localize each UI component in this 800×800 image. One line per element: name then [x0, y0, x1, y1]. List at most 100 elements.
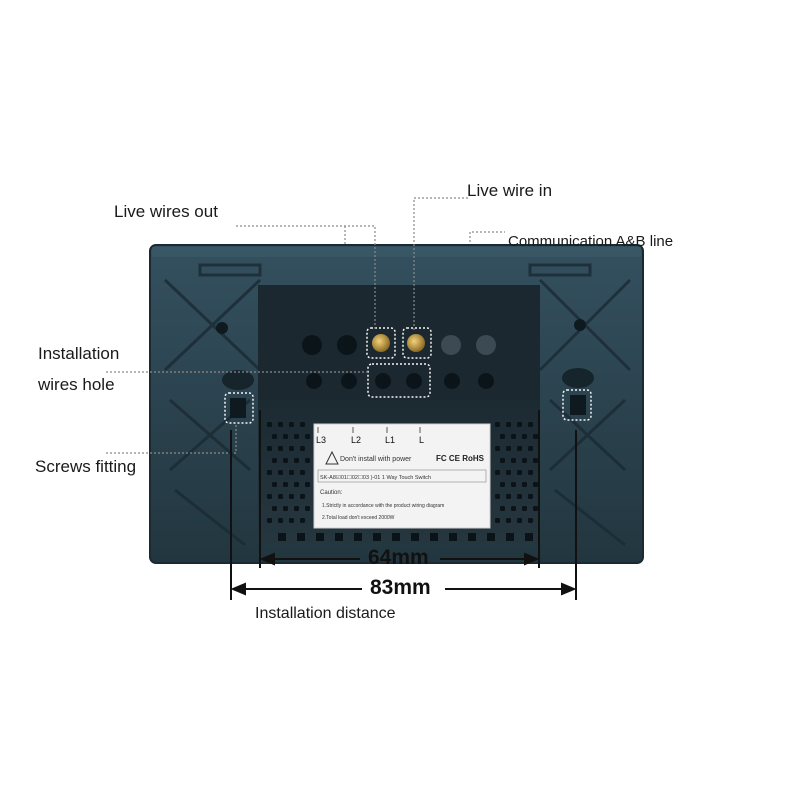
vent-hole [528, 470, 533, 475]
screw-boss-left [222, 370, 254, 390]
left-rib-pattern [163, 263, 262, 547]
vent-hole [283, 458, 288, 463]
vent-hole [522, 482, 527, 487]
highlight-boxes [224, 327, 592, 424]
vent-hole [294, 506, 299, 511]
vent-hole [305, 434, 310, 439]
label-line2: 2.Total load don't exceed 2000W [322, 515, 395, 521]
vent-hole [528, 446, 533, 451]
vent-hole [511, 458, 516, 463]
vent-hole [506, 518, 511, 523]
vent-hole [506, 494, 511, 499]
vent-hole [495, 422, 500, 427]
vent-hole [528, 422, 533, 427]
label-model: SK-A8☑01☐02☐03 )-01 1 Way Touch Switch [320, 474, 431, 481]
screw-slot-right [570, 395, 586, 415]
mount-hole-left [216, 322, 228, 334]
callout-communication: Communication A&B line [508, 233, 674, 250]
vent-hole [495, 494, 500, 499]
vent-hole [272, 506, 277, 511]
vent-hole [300, 518, 305, 523]
label-model-box [317, 469, 487, 483]
module-tooth [278, 533, 286, 541]
vent-hole [500, 458, 505, 463]
vent-hole [533, 506, 538, 511]
vent-hole [500, 482, 505, 487]
vent-hole [511, 434, 516, 439]
terminal-ticks [317, 427, 421, 433]
vent-hole [511, 482, 516, 487]
vent-hole [506, 470, 511, 475]
warning-triangle-icon [325, 450, 339, 465]
vent-hole [305, 506, 310, 511]
callout-installation-distance: Installation distance [255, 605, 396, 622]
vent-hole [506, 446, 511, 451]
module-tooth [411, 533, 419, 541]
vent-hole [533, 482, 538, 487]
vent-hole [522, 458, 527, 463]
screw-boss-right [562, 368, 594, 388]
module-tooth [487, 533, 495, 541]
vent-hole [528, 494, 533, 499]
vent-hole [522, 434, 527, 439]
vent-hole [278, 446, 283, 451]
vent-hole [272, 434, 277, 439]
label-caution: Caution: [320, 490, 343, 496]
module-tooth [392, 533, 400, 541]
vent-hole [517, 422, 522, 427]
vent-hole [283, 506, 288, 511]
vent-holes-left [267, 422, 310, 523]
module-upper [258, 285, 540, 405]
wire-hole-row [306, 373, 494, 389]
vent-hole [305, 458, 310, 463]
vent-hole [533, 458, 538, 463]
terminal-row-upper [302, 334, 496, 355]
live-in-terminal [407, 334, 425, 352]
vent-hole [267, 446, 272, 451]
vent-hole [289, 470, 294, 475]
module-tooth [373, 533, 381, 541]
vent-hole [289, 422, 294, 427]
vent-hole [506, 422, 511, 427]
vent-hole [294, 458, 299, 463]
vent-hole [533, 434, 538, 439]
vent-hole [267, 518, 272, 523]
terminal-label-l3: L3 [316, 435, 326, 445]
vent-hole [517, 470, 522, 475]
vent-hole [289, 494, 294, 499]
module-tooth [430, 533, 438, 541]
module-tooth [468, 533, 476, 541]
label-line1: 1.Strictly in accordance with the produc… [322, 503, 444, 509]
vent-hole [500, 506, 505, 511]
vent-hole [300, 470, 305, 475]
vent-hole [294, 434, 299, 439]
label-marks: FC CE RoHS [436, 454, 485, 463]
module-tooth [354, 533, 362, 541]
terminal-label-l1: L1 [385, 435, 395, 445]
vent-hole [272, 458, 277, 463]
vent-hole [278, 422, 283, 427]
vent-holes-right [495, 422, 538, 523]
module-label [313, 423, 491, 529]
vent-hole [300, 446, 305, 451]
label-warning: Don't install with power [340, 456, 412, 463]
vent-hole [517, 518, 522, 523]
vent-hole [495, 446, 500, 451]
panel-top-ridge [152, 247, 641, 257]
dimension-outer: 83mm [370, 576, 431, 599]
module-bottom-teeth [278, 533, 533, 541]
terminal-label-l2: L2 [351, 435, 361, 445]
module-tooth [525, 533, 533, 541]
vent-hole [267, 494, 272, 499]
vent-hole [278, 494, 283, 499]
mount-hole-right [574, 319, 586, 331]
vent-hole [517, 494, 522, 499]
vent-hole [283, 482, 288, 487]
live-out-terminal [372, 334, 390, 352]
vent-hole [495, 470, 500, 475]
terminal-label-l: L [419, 435, 424, 445]
vent-hole [522, 506, 527, 511]
callout-live-wire-in: Live wire in [467, 181, 553, 200]
module-tooth [316, 533, 324, 541]
